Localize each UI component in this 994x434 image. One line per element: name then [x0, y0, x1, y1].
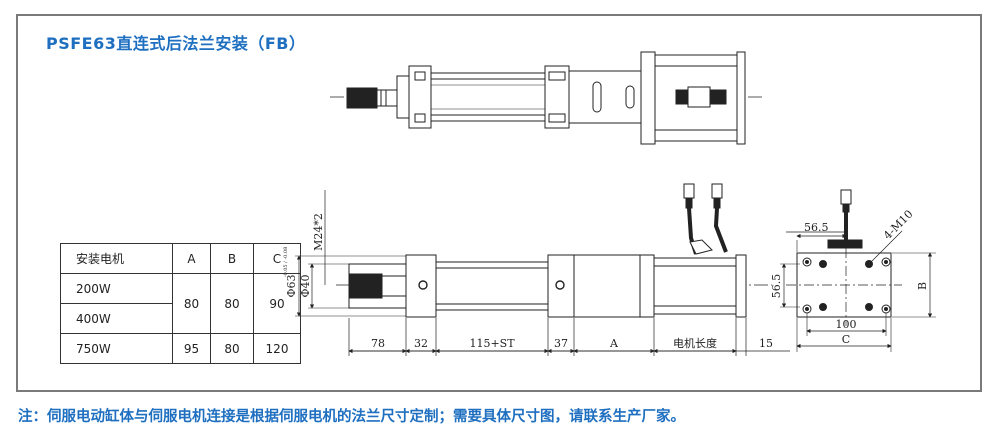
dim-motor-length: 电机长度: [673, 336, 717, 350]
table-cell-b: 80: [210, 333, 254, 364]
table-header-cell: A: [172, 243, 211, 274]
dim-m24: M24*2: [312, 213, 325, 251]
top-view: [330, 51, 762, 145]
table-cell-motor: 400W: [60, 303, 173, 334]
dim-78: 78: [371, 337, 385, 350]
table-row: 750W 95 80 120: [60, 333, 301, 364]
end-view: [780, 189, 936, 352]
dim-37: 37: [554, 337, 568, 350]
motor-spec-table: 安装电机 A B C 200W 80 80 90 400W 750W 95 80…: [60, 243, 301, 364]
page-title: PSFE63直连式后法兰安装（FB）: [46, 34, 306, 53]
table-row: 400W: [60, 303, 301, 334]
table-cell-c: 120: [253, 333, 301, 364]
dim-b: B: [916, 282, 929, 290]
rod-thread: [346, 87, 398, 109]
dim-56-5-vertical: 56.5: [770, 274, 783, 299]
table-cell-motor: 200W: [60, 273, 173, 304]
dim-a: A: [609, 337, 619, 350]
table-header-row: 安装电机 A B C: [60, 243, 301, 274]
dim-56-5-horizontal: 56.5: [804, 221, 829, 234]
dim-phi40: Φ40: [299, 274, 312, 297]
dim-c: C: [842, 333, 850, 346]
table-cell-c: 90: [253, 273, 301, 334]
dim-115-st: 115+ST: [469, 337, 515, 350]
table-cell-a: 80: [172, 273, 211, 334]
table-header-cell: 安装电机: [60, 243, 173, 274]
table-cell-motor: 750W: [60, 333, 173, 364]
table-header-cell: C: [253, 243, 301, 274]
dim-15: 15: [759, 337, 773, 350]
table-row: 200W 80 80 90: [60, 273, 301, 334]
dim-100: 100: [836, 318, 857, 331]
cable-connector-icon: [683, 183, 728, 255]
table-cell-a: 95: [172, 333, 211, 364]
footer-note: 注：伺服电动缸体与伺服电机连接是根据伺服电机的法兰尺寸定制；需要具体尺寸图，请联…: [18, 409, 685, 425]
side-view: [295, 183, 790, 356]
table-cell-b: 80: [210, 273, 254, 334]
table-header-cell: B: [210, 243, 254, 274]
dim-4-m10: 4-M10: [881, 207, 916, 242]
dim-32: 32: [414, 337, 428, 350]
